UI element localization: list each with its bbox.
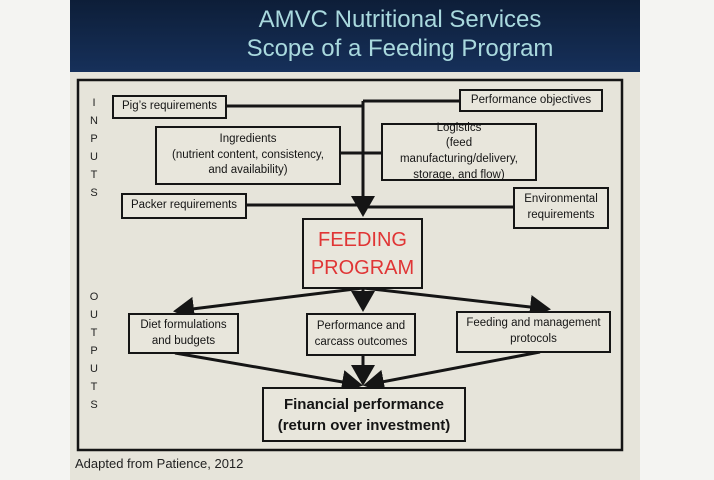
financial-line1: Financial performance — [283, 395, 445, 413]
diet-formulations-box: Diet formulations and budgets — [128, 313, 239, 354]
arrow-diet-to-financial — [174, 351, 363, 394]
packer-requirements-box: Packer requirements — [121, 193, 247, 219]
outputs-letter: U — [90, 309, 98, 321]
inputs-letter: I — [92, 97, 96, 109]
arrow-to-diet — [173, 286, 364, 321]
inputs-letter: U — [90, 151, 98, 163]
ingredients-box: Ingredients (nutrient content, consisten… — [155, 126, 341, 185]
feeding-program-line2: PROGRAM — [310, 256, 415, 279]
feeding-program-box: FEEDING PROGRAM — [302, 218, 423, 289]
financial-line2: (return over investment) — [277, 416, 451, 434]
arrow-feeding-to-financial — [363, 350, 541, 394]
financial-performance-box: Financial performance (return over inves… — [262, 387, 466, 442]
outputs-letter: T — [90, 327, 98, 339]
ingredients-detail: (nutrient content, consistency, and avai… — [172, 148, 324, 177]
outputs-letter: S — [90, 399, 98, 411]
performance-outcomes-box: Performance and carcass outcomes — [306, 313, 416, 356]
inputs-letter: T — [90, 169, 98, 181]
arrow-to-feeding-management — [362, 286, 551, 319]
inputs-letter: N — [90, 115, 98, 127]
inputs-label: I N P U T S — [89, 94, 99, 202]
inputs-letter: S — [90, 187, 98, 199]
slide-header — [70, 0, 640, 72]
logistics-detail: (feed manufacturing/delivery, storage, a… — [399, 137, 519, 181]
outputs-letter: U — [90, 363, 98, 375]
outputs-letter: O — [89, 291, 99, 303]
environmental-requirements-box: Environmental requirements — [513, 187, 609, 229]
pigs-requirements-box: Pig’s requirements — [112, 95, 227, 119]
feeding-program-line1: FEEDING — [318, 228, 407, 251]
logistics-title: Logistics — [436, 121, 482, 134]
outputs-label: O U T P U T S — [89, 288, 99, 414]
slide-title-line1: AMVC Nutritional Services — [258, 6, 542, 33]
diagram-frame — [76, 78, 624, 452]
outputs-letter: T — [90, 381, 98, 393]
slide-title-line2: Scope of a Feeding Program — [246, 35, 554, 62]
feeding-management-box: Feeding and management protocols — [456, 311, 611, 353]
inputs-letter: P — [90, 133, 98, 145]
performance-objectives-box: Performance objectives — [459, 89, 603, 112]
logistics-box: Logistics (feed manufacturing/delivery, … — [381, 121, 537, 181]
ingredients-title: Ingredients — [219, 133, 277, 146]
outputs-letter: P — [90, 345, 98, 357]
citation: Adapted from Patience, 2012 — [75, 456, 244, 471]
